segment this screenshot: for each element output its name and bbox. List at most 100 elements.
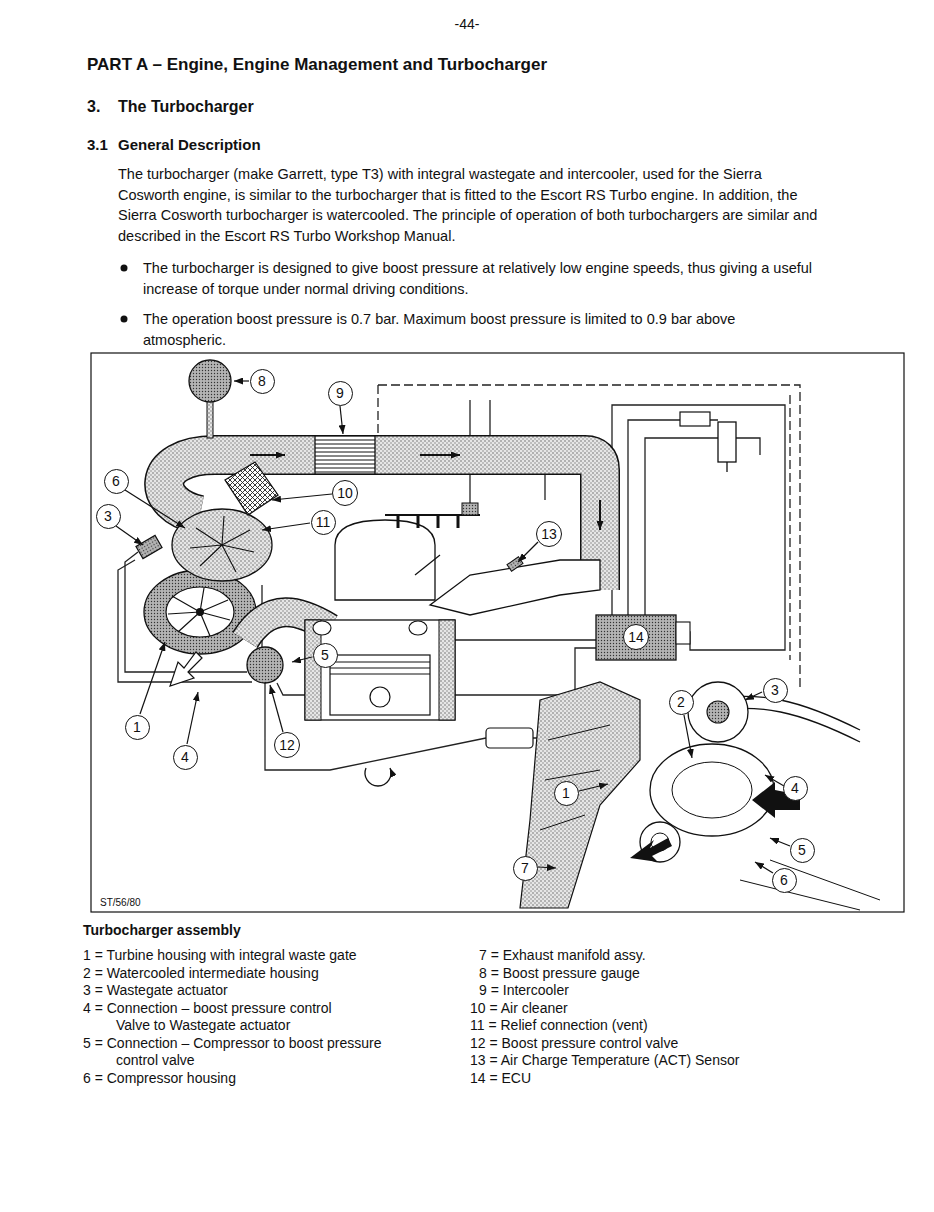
key-entry-box: 11 = Relief connection (vent): [470, 1017, 648, 1035]
section-heading-box: The Turbocharger: [118, 98, 254, 116]
engine: [398, 515, 458, 528]
callout-circle: 4: [783, 776, 808, 801]
engine: [313, 621, 331, 635]
callout-circle: 6: [772, 868, 797, 893]
misc-components: [365, 768, 391, 786]
leader-lines: [755, 862, 773, 873]
key-entry-box: 13 = Air Charge Temperature (ACT) Sensor: [470, 1052, 739, 1070]
callout-number: 5: [321, 648, 329, 662]
bullet-text-box: The operation boost pressure is 0.7 bar.…: [143, 309, 818, 350]
leader-lines: [770, 838, 790, 846]
turbocharger: [144, 570, 256, 654]
engine: [335, 520, 435, 600]
callout-circle: 1: [125, 715, 150, 740]
key-entry: 4 = Connection – boost pressure control …: [83, 1000, 351, 1035]
callout-circle: 5: [313, 643, 338, 668]
wiring: [118, 400, 785, 770]
wiring: [628, 420, 718, 615]
leader-lines: [116, 381, 790, 873]
bullet-text: The turbocharger is designed to give boo…: [143, 258, 818, 299]
page-number-box: -44-: [437, 16, 497, 34]
leader-lines: [538, 867, 556, 868]
leader-lines: [745, 692, 762, 700]
turbocharger: [172, 509, 272, 581]
ignition-coil: [680, 412, 736, 472]
key-entry-box: 7 = Exhaust manifold assy.: [479, 947, 646, 965]
callout-circle: 10: [332, 480, 358, 506]
callout-number: 3: [104, 509, 112, 523]
key-entry: 6 = Compressor housing: [83, 1070, 236, 1088]
turbocharger: [170, 652, 202, 686]
page-title: PART A – Engine, Engine Management and T…: [87, 56, 547, 74]
boost-gauge: [189, 360, 231, 402]
key-entry-box: 1 = Turbine housing with integral waste …: [83, 947, 357, 965]
page-title-box: PART A – Engine, Engine Management and T…: [87, 56, 547, 74]
inset-photo: [630, 838, 672, 862]
key-entry: 9 = Intercooler: [479, 982, 569, 1000]
inset-photo: [688, 682, 748, 742]
bullet-dots: [121, 316, 128, 323]
callout-circle: 2: [669, 690, 694, 715]
figure-frame: [91, 353, 904, 912]
leader-lines: [187, 692, 198, 744]
turbocharger: [166, 587, 234, 637]
key-entry: 13 = Air Charge Temperature (ACT) Sensor: [470, 1052, 739, 1070]
key-entry-box: 4 = Connection – boost pressure control …: [83, 1000, 351, 1035]
key-entry: 2 = Watercooled intermediate housing: [83, 965, 319, 983]
callout-number: 1: [133, 720, 141, 734]
callout-circle: 4: [173, 745, 198, 770]
callout-circle: 5: [790, 838, 815, 863]
callout-number: 8: [258, 374, 266, 388]
turbocharger: [196, 608, 204, 616]
intake-pipe: [250, 454, 285, 456]
ecu: [596, 615, 690, 660]
intake-pipe: [420, 454, 460, 456]
ecu: [676, 622, 690, 644]
callout-circle: 12: [274, 732, 300, 758]
wiring: [455, 640, 600, 660]
key-entry: 14 = ECU: [470, 1070, 531, 1088]
key-entry: 8 = Boost pressure gauge: [479, 965, 640, 983]
callout-number: 5: [798, 843, 806, 857]
bullet-text-box: The turbocharger is designed to give boo…: [143, 258, 818, 299]
inset-photo: [707, 701, 729, 723]
ecu: [596, 615, 676, 660]
vacuum-lines: [789, 395, 790, 660]
section-number: 3.: [87, 98, 100, 116]
subsection-number: 3.1: [87, 136, 108, 154]
inset-photo: [672, 762, 752, 818]
leader-lines: [234, 380, 249, 381]
callout-circle: 7: [513, 856, 538, 881]
callout-number: 11: [316, 515, 331, 529]
leader-lines: [340, 406, 343, 434]
intake-pipe: [599, 500, 601, 530]
bullet-text: The operation boost pressure is 0.7 bar.…: [143, 309, 818, 350]
figure-code-box: ST/56/80: [100, 894, 141, 912]
inset-photo: [540, 725, 610, 830]
engine: [409, 621, 427, 635]
boost-control-valve: [247, 647, 283, 683]
key-entry: 1 = Turbine housing with integral waste …: [83, 947, 357, 965]
key-entry-box: 8 = Boost pressure gauge: [479, 965, 640, 983]
callout-circle: 9: [328, 381, 353, 406]
key-entry-box: 2 = Watercooled intermediate housing: [83, 965, 319, 983]
callout-circle: 14: [623, 624, 649, 650]
callout-circle: 3: [96, 504, 121, 529]
wiring: [645, 438, 760, 615]
boost-gauge: [189, 360, 231, 438]
engine: [439, 620, 455, 720]
engine: [330, 662, 430, 674]
misc-components: [365, 728, 533, 786]
leader-lines: [116, 526, 143, 545]
body-paragraph-box: The turbocharger (make Garrett, type T3)…: [118, 164, 818, 246]
turbocharger: [190, 516, 254, 572]
callout-number: 3: [771, 683, 779, 697]
leader-lines: [518, 542, 538, 562]
turbocharger: [136, 535, 162, 558]
inset-photo: [650, 744, 774, 836]
callout-circle: 13: [536, 521, 562, 547]
ignition-coil: [726, 462, 727, 472]
key-entry-box: 3 = Wastegate actuator: [83, 982, 228, 1000]
bullet-dots: [121, 265, 128, 323]
